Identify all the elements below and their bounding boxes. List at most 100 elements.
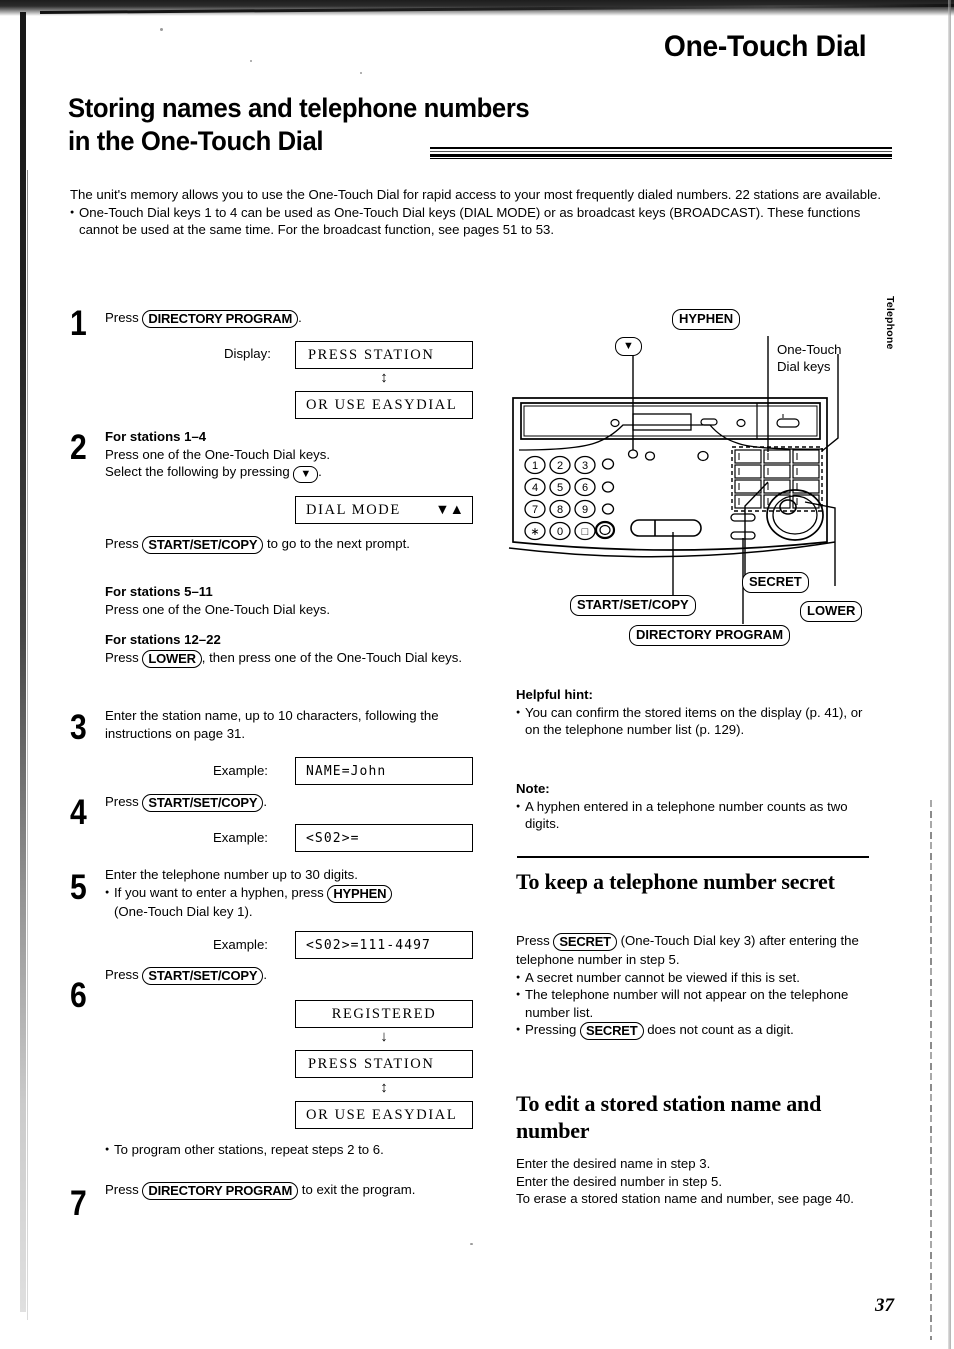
step-6-period: . [263,967,267,982]
svg-text:1: 1 [532,460,538,472]
edit-line-3: To erase a stored station name and numbe… [516,1191,854,1207]
helpful-hint-bullet: You can confirm the stored items on the … [516,704,871,739]
lower-key[interactable]: LOWER [142,649,202,668]
secret-bullet-3: Pressing SECRET does not count as a digi… [516,1021,874,1041]
scan-speck [360,72,362,74]
step-2-line-3: Press one of the One-Touch Dial keys. [105,601,331,617]
one-touch-dial-keys-label: One-Touch Dial keys [777,341,842,375]
svg-text:2: 2 [557,460,563,472]
step-2-press-label: Press [105,536,139,551]
step-1-period: . [298,310,302,325]
secret-bullet-3b: does not count as a digit. [647,1022,794,1038]
step-5-bullet: If you want to enter a hyphen, press HYP… [105,884,465,921]
secret-section-heading: To keep a telephone number secret [516,868,876,895]
secret-key[interactable]: SECRET [553,933,617,951]
scan-right-artifact-line [930,800,932,1340]
page-number: 37 [875,1295,894,1316]
flow-arrow-double-1: ↕ [380,369,388,386]
step-2-stations-12-22: For stations 12–22 Press LOWER, then pre… [105,631,485,668]
hyphen-callout: HYPHEN [672,309,741,330]
running-head-title: One-Touch Dial [663,30,867,63]
step-number-2: 2 [70,428,87,467]
step-5-text: Enter the telephone number up to 30 digi… [105,866,465,920]
note-bullet: A hyphen entered in a telephone number c… [516,798,871,833]
intro-block: The unit's memory allows you to use the … [70,186,892,239]
svg-text:3: 3 [582,460,588,472]
lcd-dial-mode-text: DIAL MODE [306,501,401,518]
secret-press-tail: (One-Touch Dial key 3) after entering th… [516,933,859,967]
note-heading: Note: [516,781,550,796]
directory-program-callout: DIRECTORY PROGRAM [629,625,791,646]
svg-text:□: □ [582,526,589,538]
secret-bullet-2: The telephone number will not appear on … [516,986,874,1021]
edit-line-2: Enter the desired number in step 5. [516,1173,722,1189]
intro-paragraph: The unit's memory allows you to use the … [70,187,882,202]
step-2-line-2a: Select the following by pressing [105,464,290,480]
lcd-or-use-easydial-1: OR USE EASYDIAL [295,391,473,419]
step-2-line-2b: . [318,464,322,480]
step-4-press-label: Press [105,794,139,809]
start-set-copy-key-step4[interactable]: START/SET/COPY [142,794,264,812]
lcd-press-station-1: PRESS STATION [295,341,473,369]
start-set-copy-key-step6[interactable]: START/SET/COPY [142,967,264,985]
step-2-subhead-3: For stations 12–22 [105,632,221,647]
lcd-or-use-easydial-2: OR USE EASYDIAL [295,1101,473,1129]
step-2-subhead-2: For stations 5–11 [105,584,213,599]
edit-heading-line1: To edit a stored station name [516,1091,781,1116]
book-spine-shadow [20,12,26,1312]
step-6-repeat-note: To program other stations, repeat steps … [105,1141,484,1159]
page-title: Storing names and telephone numbers in t… [68,92,714,158]
lcd-press-station-2: PRESS STATION [295,1050,473,1078]
secret-heading-line1: To keep a telephone number [516,869,777,894]
example-label-step3: Example: [213,763,268,778]
intro-bullet: One-Touch Dial keys 1 to 4 can be used a… [70,204,892,239]
directory-program-key-step7[interactable]: DIRECTORY PROGRAM [142,1182,299,1200]
step-4-text: Press START/SET/COPY. [105,793,435,812]
svg-text:6: 6 [582,482,588,494]
one-touch-label-line1: One-Touch [777,342,842,357]
display-label: Display: [224,346,271,361]
step-number-1: 1 [70,304,87,343]
edit-heading-line2: and number [516,1091,822,1143]
note-block: Note: A hyphen entered in a telephone nu… [516,780,871,833]
lcd-registered: REGISTERED [295,1000,473,1028]
svg-text:∗: ∗ [530,526,539,538]
step-5-line-1: Enter the telephone number up to 30 digi… [105,867,358,882]
edit-instructions: Enter the desired name in step 3. Enter … [516,1155,864,1208]
title-underline-rule [430,146,892,160]
secret-instructions: Press SECRET (One-Touch Dial key 3) afte… [516,932,874,1041]
down-arrow-key[interactable]: ▼ [293,466,319,484]
step-2-subhead-1: For stations 1–4 [105,429,207,444]
directory-program-key[interactable]: DIRECTORY PROGRAM [142,310,299,328]
step-1-press-label: Press [105,310,139,325]
step-number-3: 3 [70,708,87,747]
scan-speck [740,36,742,38]
secret-press-label: Press [516,933,550,948]
secret-bullet-3a: Pressing [525,1022,577,1038]
svg-text:7: 7 [532,504,538,516]
lower-callout: LOWER [800,601,863,622]
hyphen-key[interactable]: HYPHEN [327,884,393,903]
step-6-press-label: Press [105,967,139,982]
step-5-bullet-b: (One-Touch Dial key 1). [114,903,253,919]
svg-text:9: 9 [582,504,588,516]
helpful-hint-block: Helpful hint: You can confirm the stored… [516,686,871,739]
down-arrow-callout: ▼ [615,337,642,356]
scan-right-edge [948,0,951,1349]
step-2-line-4b: , then press one of the One-Touch Dial k… [201,649,463,665]
step-number-6: 6 [70,976,87,1015]
lcd-dial-mode-arrows: ▼▲ [435,501,464,518]
step-5-bullet-a: If you want to enter a hyphen, press [114,884,324,900]
svg-text:5: 5 [557,482,563,494]
example-label-step5: Example: [213,937,268,952]
helpful-hint-heading: Helpful hint: [516,687,593,702]
secret-key-2[interactable]: SECRET [579,1022,644,1041]
fax-machine-illustration: 123 456 789 ∗0□ [508,336,839,624]
edit-section-heading: To edit a stored station name and number [516,1090,876,1144]
step-number-5: 5 [70,868,87,907]
step-2-text: For stations 1–4 Press one of the One-To… [105,428,455,484]
step-2-stations-5-11: For stations 5–11 Press one of the One-T… [105,583,455,618]
start-set-copy-key-step2[interactable]: START/SET/COPY [142,536,264,554]
step-2-press-tail: to go to the next prompt. [266,536,410,551]
step-2-line-4a: Press [105,649,139,665]
